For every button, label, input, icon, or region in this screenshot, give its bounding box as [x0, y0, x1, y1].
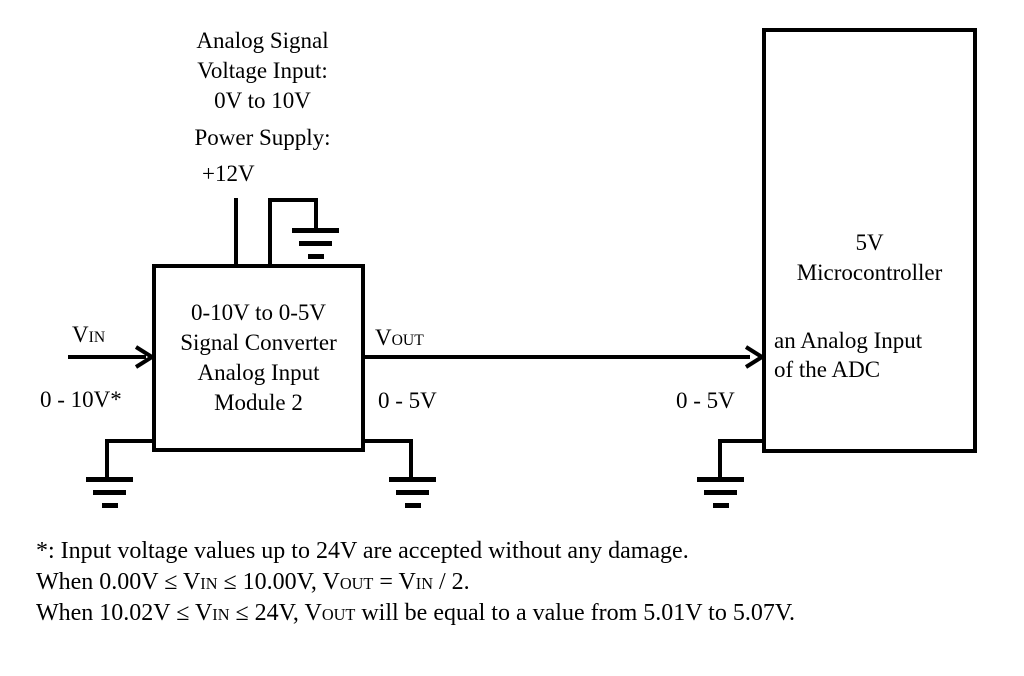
- footnote-formula-seg: / 2.: [433, 569, 470, 595]
- vout-subscript: OUT: [339, 574, 374, 593]
- top-ground-wire-horizontal: [268, 198, 318, 202]
- converter-box-label: 0-10V to 0-5V Signal Converter Analog In…: [152, 264, 365, 452]
- mcu-line2: Microcontroller: [796, 260, 943, 285]
- footnote-damage: *: Input voltage values up to 24V are ac…: [36, 538, 689, 564]
- converter-left-ground-wire-h: [105, 439, 155, 443]
- vin-label: VIN: [72, 322, 105, 351]
- vout-base: V: [375, 325, 392, 350]
- vin-base: V: [72, 322, 89, 347]
- top-ground-wire-right: [314, 198, 318, 229]
- mcu-line3: an Analog Input: [774, 328, 923, 353]
- footnote-formula-seg: = V: [373, 569, 416, 595]
- vout-arrowhead-icon: [744, 345, 766, 369]
- converter-line2: Signal Converter: [180, 330, 337, 355]
- power-supply-label: Power Supply:: [194, 125, 331, 150]
- converter-right-ground-wire-v: [409, 439, 413, 478]
- power-voltage-label: +12V: [202, 161, 255, 186]
- ground-icon-converter-left: [86, 477, 133, 508]
- vout-range-label: 0 - 5V: [378, 388, 437, 413]
- vin-subscript: IN: [212, 605, 230, 624]
- ground-icon-mcu: [697, 477, 744, 508]
- converter-box: [152, 264, 365, 452]
- vin-subscript: IN: [415, 574, 433, 593]
- vin-arrowhead-icon: [134, 345, 156, 369]
- vin-range-label: 0 - 10V*: [40, 387, 122, 412]
- mcu-line4: of the ADC: [774, 357, 881, 382]
- vin-subscript: IN: [200, 574, 218, 593]
- footnote-overvoltage: When 10.02V ≤ VIN ≤ 24V, VOUT will be eq…: [36, 598, 795, 630]
- footnote-overvoltage-seg: ≤ 24V, V: [229, 600, 322, 626]
- mcu-line1: 5V: [855, 230, 884, 255]
- converter-right-ground-wire-h: [361, 439, 413, 443]
- vout-subscript: OUT: [321, 605, 356, 624]
- converter-line4: Module 2: [214, 390, 303, 415]
- footnote-formula: When 0.00V ≤ VIN ≤ 10.00V, VOUT = VIN / …: [36, 567, 470, 599]
- mcu-title: 5V Microcontroller: [762, 228, 977, 288]
- ground-icon-converter-right: [389, 477, 436, 508]
- footnote-formula-seg: ≤ 10.00V, V: [217, 569, 340, 595]
- converter-line3: Analog Input: [197, 360, 320, 385]
- mcu-adc-label: an Analog Input of the ADC: [774, 326, 922, 384]
- mcu-ground-wire-h: [718, 439, 766, 443]
- footnote-formula-seg: When 0.00V ≤ V: [36, 569, 201, 595]
- power-wire: [234, 198, 238, 266]
- analog-signal-line2: Voltage Input:: [197, 58, 328, 83]
- vin-arrow-shaft: [68, 355, 146, 359]
- converter-line1: 0-10V to 0-5V: [190, 300, 326, 325]
- ground-icon-power: [292, 228, 339, 259]
- mcu-ground-wire-v: [718, 439, 722, 478]
- vout-arrow-shaft: [365, 355, 750, 359]
- analog-signal-input-label: Analog Signal Voltage Input: 0V to 10V: [150, 26, 375, 116]
- analog-signal-line1: Analog Signal: [196, 28, 329, 53]
- footnote-overvoltage-seg: When 10.02V ≤ V: [36, 600, 213, 626]
- vin-subscript: IN: [88, 329, 106, 346]
- vout-label: VOUT: [375, 325, 424, 354]
- footnote-overvoltage-seg: will be equal to a value from 5.01V to 5…: [355, 600, 796, 626]
- converter-left-ground-wire-v: [105, 439, 109, 478]
- mcu-input-range-label: 0 - 5V: [676, 388, 735, 413]
- top-ground-wire-left: [268, 198, 272, 266]
- vout-subscript: OUT: [391, 332, 424, 349]
- microcontroller-box: [762, 28, 977, 453]
- analog-signal-line3: 0V to 10V: [214, 88, 311, 113]
